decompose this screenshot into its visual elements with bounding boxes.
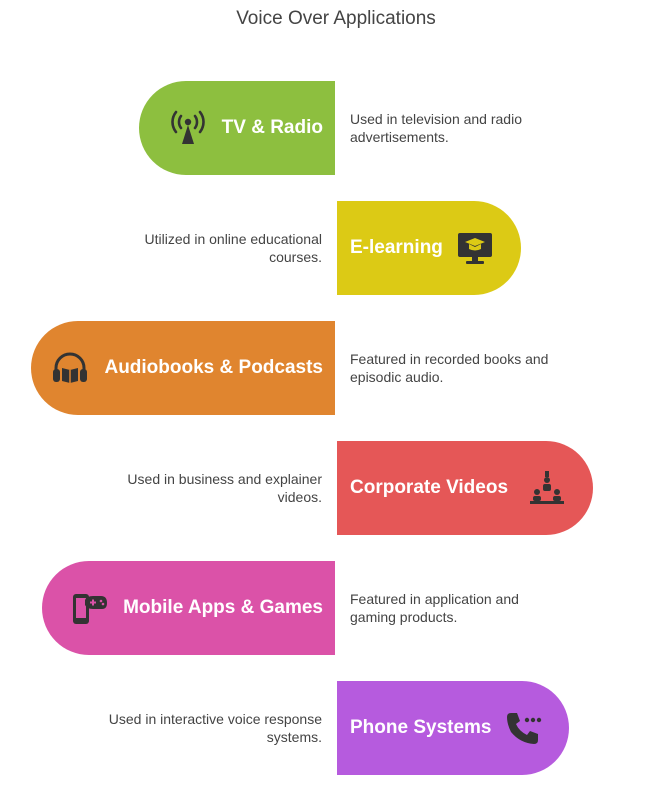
pill-e-learning: E-learning bbox=[337, 201, 521, 295]
pill-phone-systems: Phone Systems bbox=[337, 681, 569, 775]
pill-label: Audiobooks & Podcasts bbox=[104, 357, 323, 378]
pill-audiobooks-podcasts: Audiobooks & Podcasts bbox=[31, 321, 335, 415]
description-phone-systems: Used in interactive voice response syste… bbox=[108, 711, 322, 745]
radio-tower-icon bbox=[168, 108, 208, 148]
pill-label: Phone Systems bbox=[350, 717, 492, 738]
description-e-learning: Utilized in online educational courses. bbox=[144, 231, 322, 265]
description-tv-radio: Used in television and radio advertiseme… bbox=[350, 111, 522, 145]
presentation-meeting-icon bbox=[527, 468, 567, 508]
headphones-book-icon bbox=[50, 348, 90, 388]
diagram-title: Voice Over Applications bbox=[236, 8, 436, 29]
description-audiobooks-podcasts: Featured in recorded books and episodic … bbox=[350, 351, 549, 385]
monitor-graduation-cap-icon bbox=[455, 228, 495, 268]
pill-label: Mobile Apps & Games bbox=[123, 597, 323, 618]
phone-call-icon bbox=[503, 708, 543, 748]
description-mobile-apps-games: Featured in application and gaming produ… bbox=[350, 591, 519, 625]
pill-mobile-apps-games: Mobile Apps & Games bbox=[42, 561, 335, 655]
pill-label: TV & Radio bbox=[221, 117, 323, 138]
pill-label: E-learning bbox=[350, 237, 443, 258]
pill-corporate-videos: Corporate Videos bbox=[337, 441, 593, 535]
description-corporate-videos: Used in business and explainer videos. bbox=[127, 471, 322, 505]
phone-gamepad-icon bbox=[69, 588, 109, 628]
pill-label: Corporate Videos bbox=[350, 477, 509, 498]
pill-tv-radio: TV & Radio bbox=[139, 81, 335, 175]
